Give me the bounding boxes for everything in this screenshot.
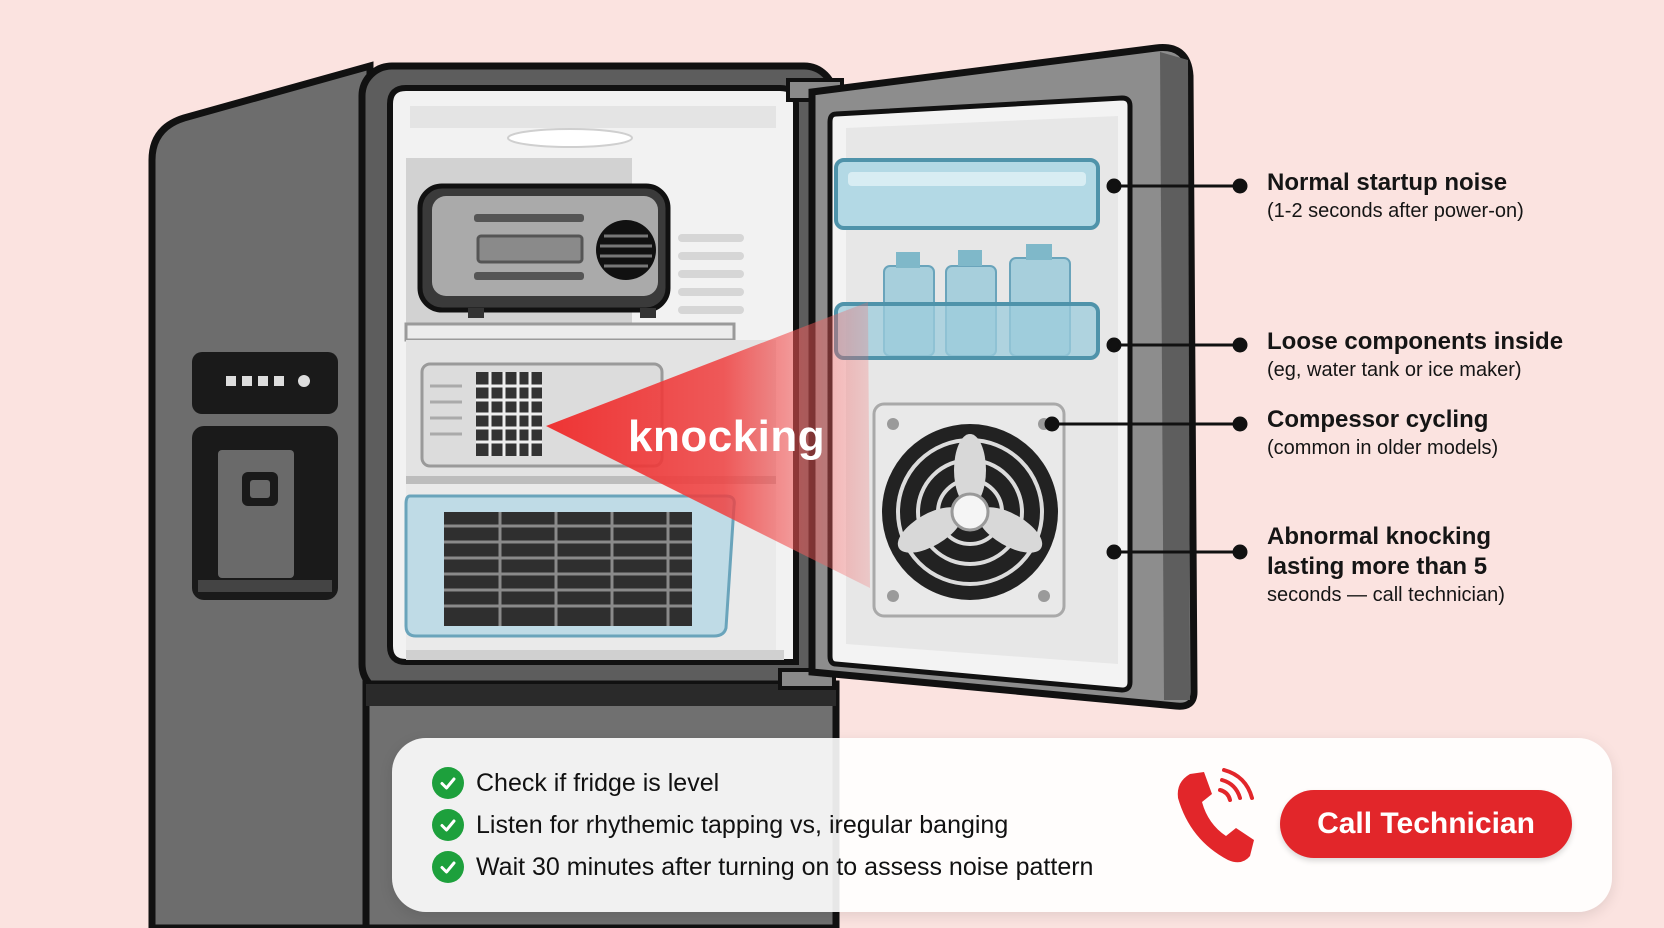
callout-title: Loose components inside bbox=[1267, 328, 1564, 355]
callout-title: Compessor cycling bbox=[1267, 406, 1489, 433]
callout-title: Normal startup noise bbox=[1267, 169, 1508, 196]
fan-icon bbox=[872, 402, 1066, 618]
check-circle-icon bbox=[432, 851, 464, 883]
ice-maker-unit bbox=[417, 183, 671, 318]
callout-loose-components: Loose components inside (eg, water tank … bbox=[1267, 327, 1563, 383]
checklist-item-text: Listen for rhythemic tapping vs, iregula… bbox=[476, 810, 1009, 839]
callout-abnormal-knocking: Abnormal knocking lasting more than 5 se… bbox=[1267, 522, 1505, 608]
checklist-item-text: Wait 30 minutes after turning on to asse… bbox=[476, 852, 1094, 881]
callout-title-line-1: Abnormal knocking bbox=[1267, 523, 1492, 550]
checklist-item: Check if fridge is level bbox=[432, 764, 719, 802]
knocking-sound-label: knocking bbox=[628, 412, 826, 461]
callout-startup-noise: Normal startup noise (1-2 seconds after … bbox=[1267, 168, 1524, 224]
callout-subtitle: (1-2 seconds after power-on) bbox=[1267, 200, 1524, 222]
checklist-item-text: Check if fridge is level bbox=[476, 768, 720, 797]
callout-leaders bbox=[1044, 178, 1248, 560]
door-shelves bbox=[834, 158, 1100, 360]
checklist-item: Wait 30 minutes after turning on to asse… bbox=[432, 848, 1093, 886]
call-technician-button[interactable]: Call Technician bbox=[1280, 790, 1572, 858]
knocking-sound-beam bbox=[546, 302, 870, 588]
callout-subtitle: (eg, water tank or ice maker) bbox=[1267, 359, 1522, 381]
phone-ringing-icon bbox=[1177, 768, 1254, 863]
checklist-item: Listen for rhythemic tapping vs, iregula… bbox=[432, 806, 1008, 844]
callout-title-line-2: lasting more than 5 bbox=[1267, 553, 1488, 580]
troubleshooting-checklist: Check if fridge is level Listen for rhyt… bbox=[392, 738, 1612, 912]
crisper-drawer bbox=[404, 494, 736, 638]
check-circle-icon bbox=[432, 809, 464, 841]
water-dispenser-icon bbox=[192, 352, 338, 600]
callout-subtitle: seconds — call technician) bbox=[1267, 584, 1505, 606]
check-circle-icon bbox=[432, 767, 464, 799]
callout-compressor-cycling: Compessor cycling (common in older model… bbox=[1267, 405, 1498, 461]
callout-subtitle: (common in older models) bbox=[1267, 437, 1499, 459]
